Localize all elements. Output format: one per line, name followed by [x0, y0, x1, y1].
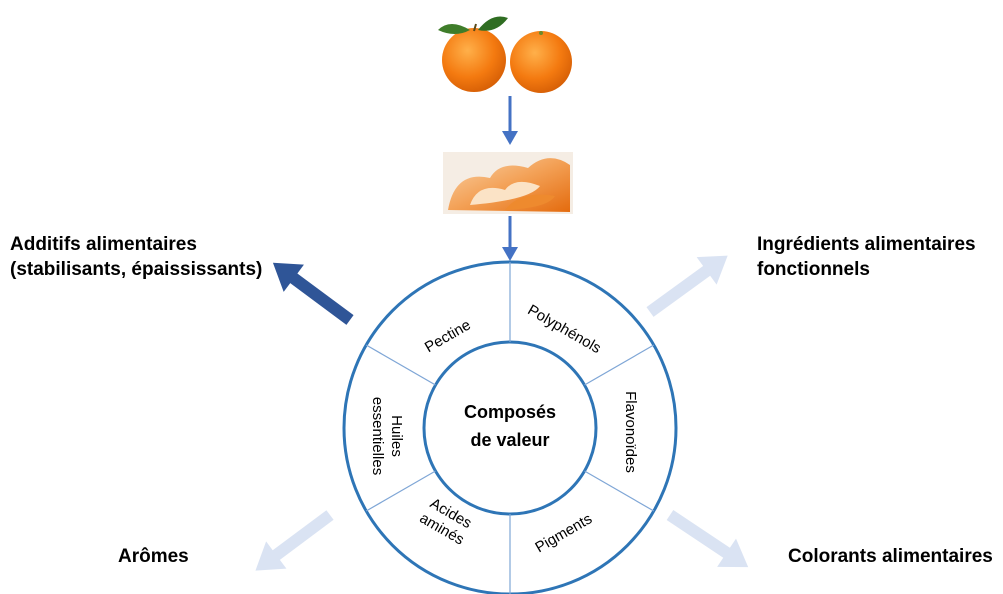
- segment-label: Pigments: [532, 510, 595, 556]
- outcome-colorants: Colorants alimentaires: [788, 544, 993, 569]
- outcome-ingredients-line1: Ingrédients alimentaires: [757, 234, 976, 255]
- arrow-to-aromas: [255, 510, 334, 571]
- arrow-to-additives: [272, 262, 354, 325]
- outcome-additives-line2: (stabilisants, épaississants): [10, 259, 263, 280]
- center-title-line2: de valeur: [470, 430, 549, 450]
- outcome-aromas: Arômes: [118, 544, 189, 569]
- segment-label: Flavonoïdes: [622, 391, 639, 473]
- compounds-ring: Composés de valeur Pectine Polyphénols F…: [342, 260, 678, 594]
- segment-label: Pectine: [422, 316, 474, 356]
- segment-polyphenols: Polyphénols: [525, 302, 604, 358]
- segment-flavonoides: Flavonoïdes: [622, 391, 639, 473]
- outcome-additives-line1: Additifs alimentaires: [10, 234, 197, 255]
- segment-acides-amines: Acides aminés: [417, 495, 475, 549]
- outcome-colorants-line1: Colorants alimentaires: [788, 546, 993, 567]
- segment-dividers: [365, 262, 655, 594]
- center-title-line1: Composés: [464, 402, 556, 422]
- inner-ring: [422, 340, 598, 516]
- segment-huiles-essentielles: Huiles essentielles: [369, 397, 405, 475]
- mandarin-peel-image: [443, 152, 573, 214]
- segment-label: Polyphénols: [525, 302, 604, 358]
- outcome-ingredients: Ingrédients alimentaires fonctionnels: [757, 232, 976, 282]
- outcome-additives: Additifs alimentaires (stabilisants, épa…: [10, 232, 262, 282]
- mandarin-fruits-image: [433, 10, 578, 96]
- segment-label-line1: Huiles: [388, 415, 405, 457]
- segment-label-line2: essentielles: [369, 397, 386, 475]
- flow-arrow-peel-to-compounds: [502, 216, 518, 261]
- outcome-aromas-line1: Arômes: [118, 546, 189, 567]
- outcome-ingredients-line2: fonctionnels: [757, 259, 870, 280]
- arrow-to-ingredients: [646, 255, 728, 317]
- flow-arrow-fruit-to-peel: [502, 96, 518, 145]
- arrow-to-colorants: [666, 510, 749, 568]
- segment-pectine: Pectine: [422, 316, 474, 356]
- segment-pigments: Pigments: [532, 510, 595, 556]
